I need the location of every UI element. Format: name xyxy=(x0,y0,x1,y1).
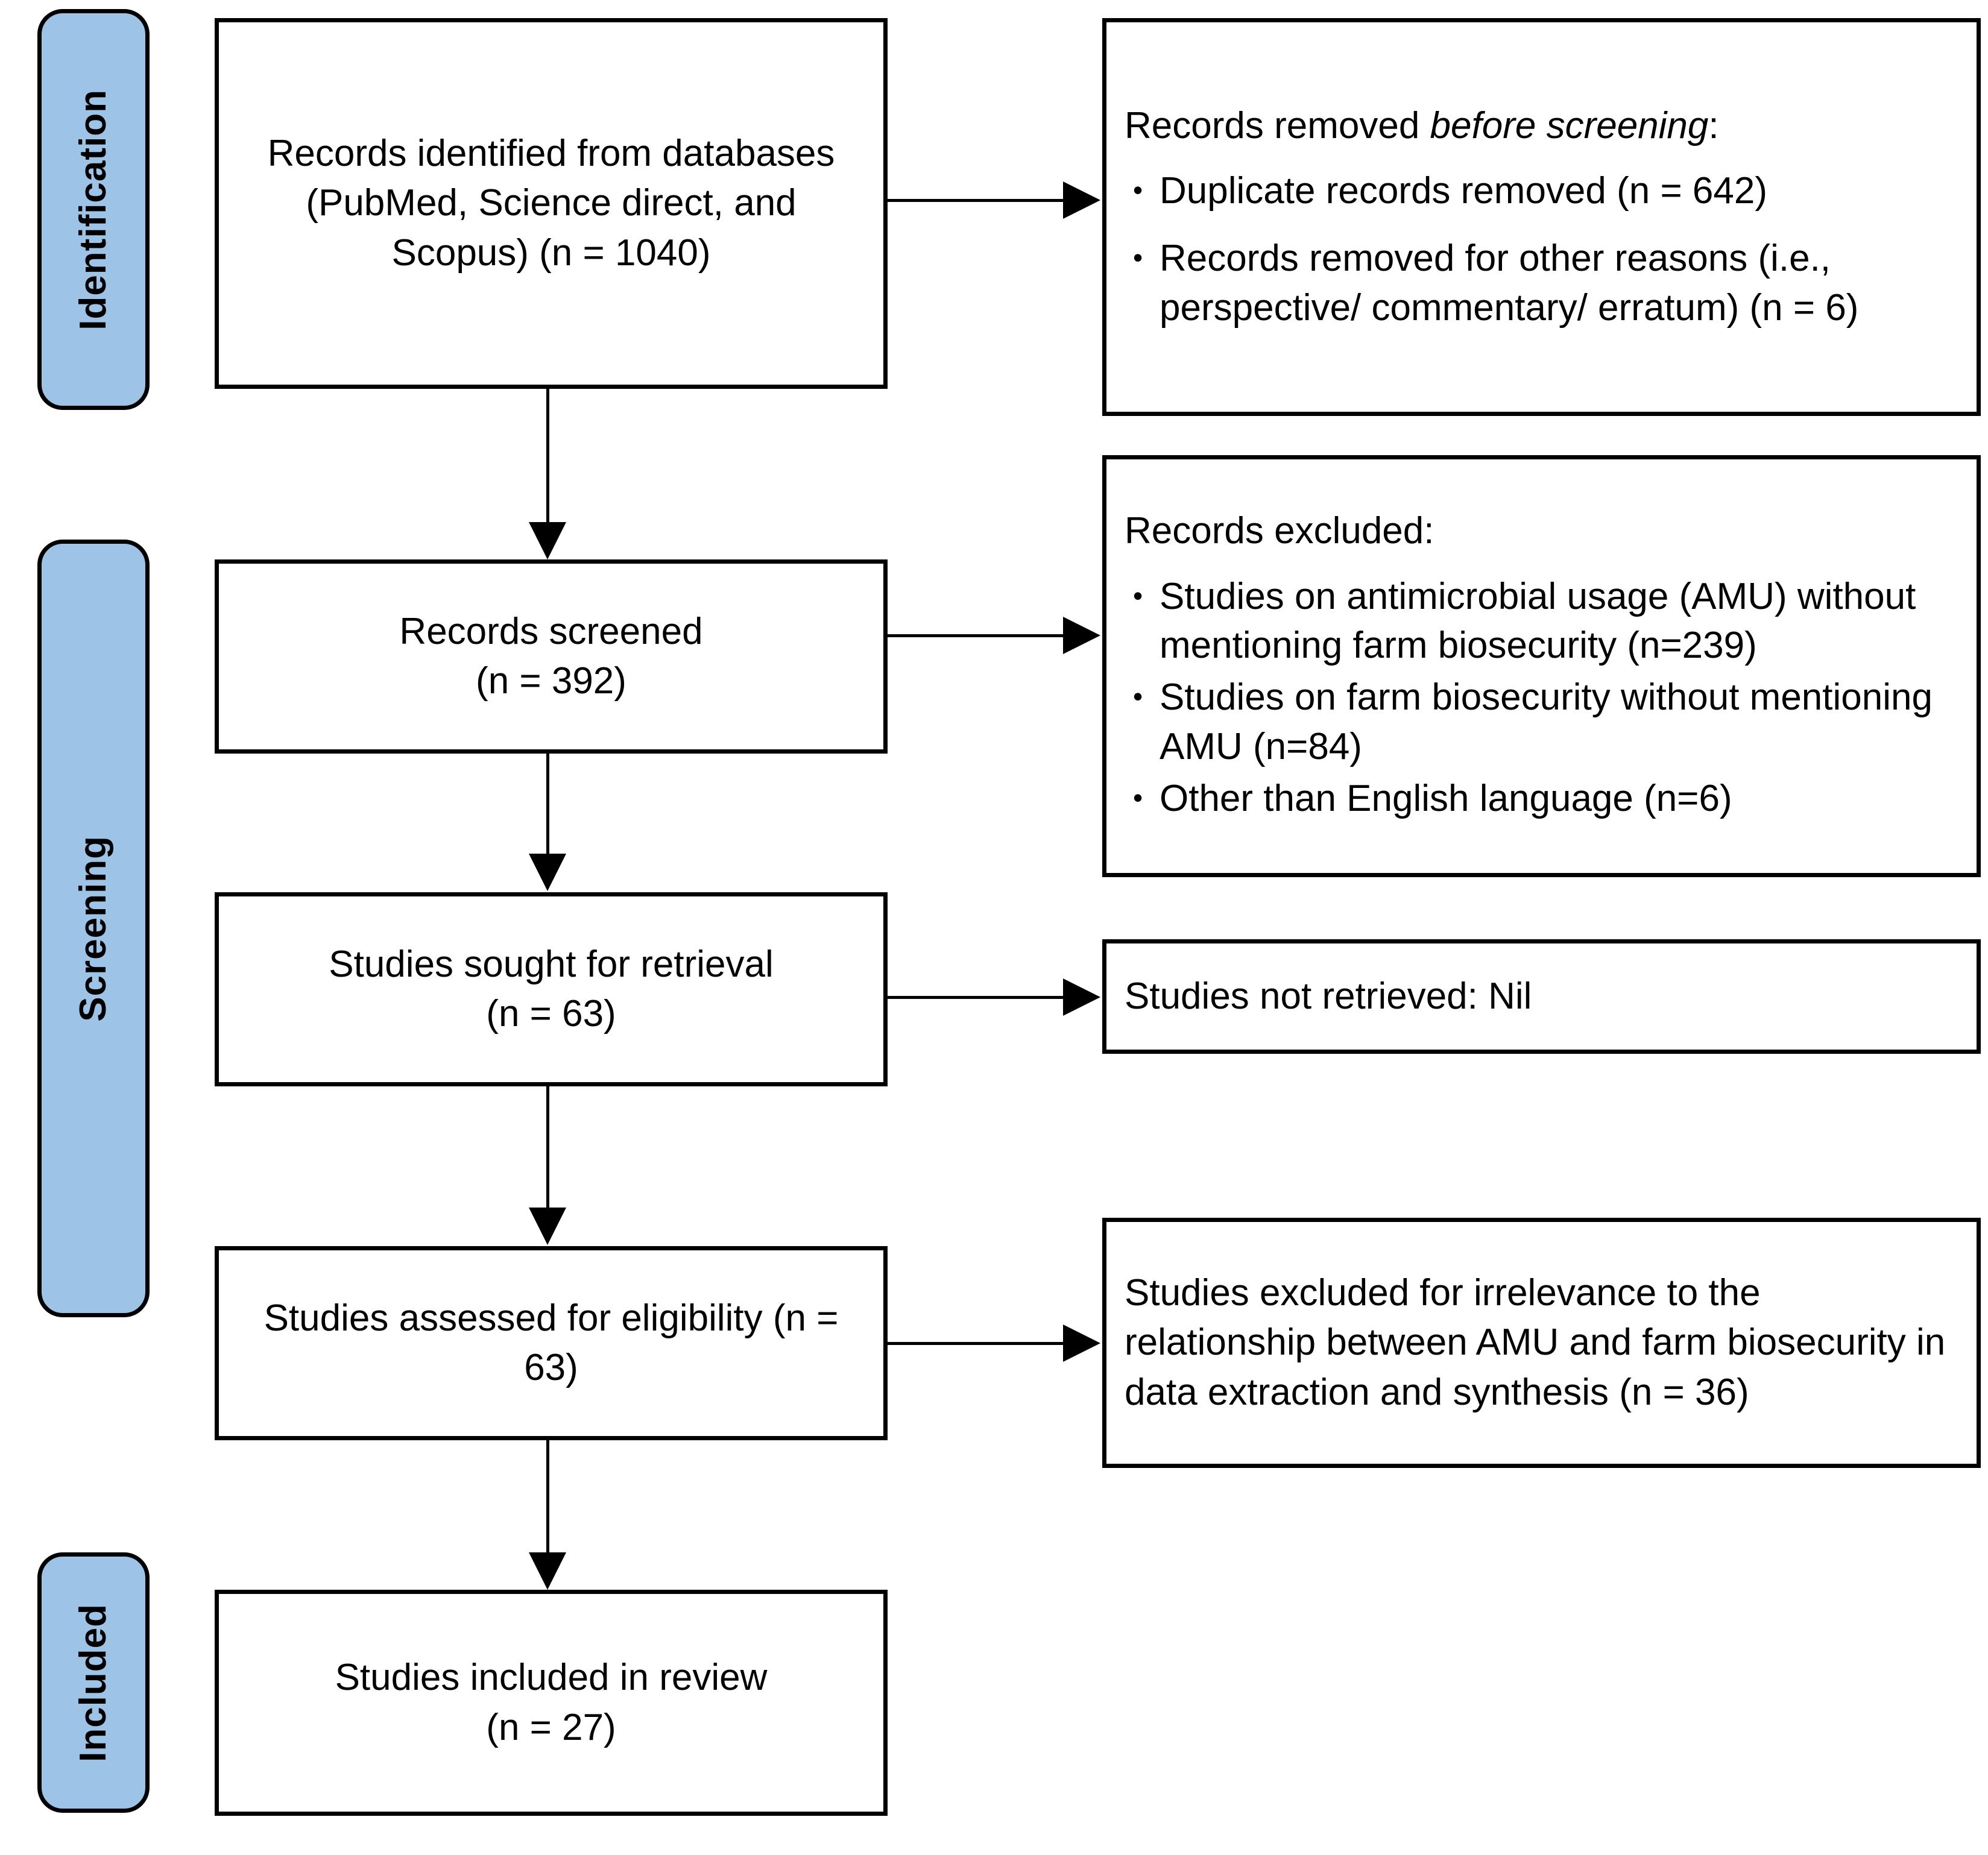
box-records-identified: Records identified from databases (PubMe… xyxy=(215,18,888,389)
list-item: Duplicate records removed (n = 642) xyxy=(1125,166,1958,216)
records-excluded-list: Studies on antimicrobial usage (AMU) wit… xyxy=(1125,572,1958,826)
box-studies-excluded-irrelevance: Studies excluded for irrelevance to the … xyxy=(1102,1218,1981,1468)
list-item: Studies on farm biosecurity without ment… xyxy=(1125,673,1958,772)
connector-sought-to-assessed xyxy=(546,1086,549,1210)
arrowhead-identified-to-removed xyxy=(1063,181,1100,219)
studies-excluded-irrelevance-text: Studies excluded for irrelevance to the … xyxy=(1125,1271,1946,1413)
records-removed-heading-italic: before screening xyxy=(1430,105,1709,147)
stage-pill-screening: Screening xyxy=(37,540,150,1317)
connector-assessed-to-excluded-irrelevance xyxy=(888,1342,1065,1345)
box-records-excluded: Records excluded: Studies on antimicrobi… xyxy=(1102,455,1981,877)
stage-label-identification: Identification xyxy=(72,89,114,330)
box-records-screened: Records screened (n = 392) xyxy=(215,559,888,754)
list-item: Records removed for other reasons (i.e.,… xyxy=(1125,234,1958,333)
studies-included-text: Studies included in review (n = 27) xyxy=(335,1657,768,1748)
connector-screened-to-sought xyxy=(546,754,549,856)
studies-sought-text: Studies sought for retrieval (n = 63) xyxy=(329,943,774,1035)
connector-screened-to-excluded xyxy=(888,634,1065,637)
connector-assessed-to-included xyxy=(546,1440,549,1555)
records-removed-list: Duplicate records removed (n = 642) Reco… xyxy=(1125,166,1958,332)
records-identified-text: Records identified from databases (PubMe… xyxy=(267,132,835,274)
stage-label-included: Included xyxy=(72,1603,114,1762)
stage-label-screening: Screening xyxy=(72,835,114,1022)
arrowhead-identified-to-screened xyxy=(529,522,566,559)
box-studies-sought-for-retrieval: Studies sought for retrieval (n = 63) xyxy=(215,892,888,1086)
box-studies-assessed-for-eligibility: Studies assessed for eligibility (n = 63… xyxy=(215,1246,888,1440)
list-item: Studies on antimicrobial usage (AMU) wit… xyxy=(1125,572,1958,671)
connector-identified-to-screened xyxy=(546,389,549,525)
arrowhead-sought-to-not-retrieved xyxy=(1063,978,1100,1016)
arrowhead-assessed-to-included xyxy=(529,1552,566,1590)
connector-sought-to-not-retrieved xyxy=(888,996,1065,999)
studies-not-retrieved-text: Studies not retrieved: Nil xyxy=(1125,975,1532,1017)
box-studies-included-in-review: Studies included in review (n = 27) xyxy=(215,1590,888,1816)
arrowhead-sought-to-assessed xyxy=(529,1208,566,1245)
stage-pill-included: Included xyxy=(37,1552,150,1813)
records-removed-heading: Records removed before screening: xyxy=(1125,101,1958,151)
arrowhead-assessed-to-excluded-irrelevance xyxy=(1063,1324,1100,1362)
box-records-removed-before-screening: Records removed before screening: Duplic… xyxy=(1102,18,1981,416)
arrowhead-screened-to-excluded xyxy=(1063,617,1100,654)
list-item: Other than English language (n=6) xyxy=(1125,774,1958,824)
records-screened-text: Records screened (n = 392) xyxy=(399,610,703,702)
box-studies-not-retrieved: Studies not retrieved: Nil xyxy=(1102,939,1981,1054)
arrowhead-screened-to-sought xyxy=(529,854,566,891)
records-removed-heading-prefix: Records removed xyxy=(1125,105,1430,147)
studies-assessed-text: Studies assessed for eligibility (n = 63… xyxy=(263,1297,839,1388)
records-excluded-heading: Records excluded: xyxy=(1125,510,1434,552)
records-removed-heading-suffix: : xyxy=(1708,105,1719,147)
connector-identified-to-removed xyxy=(888,199,1065,202)
stage-pill-identification: Identification xyxy=(37,9,150,410)
